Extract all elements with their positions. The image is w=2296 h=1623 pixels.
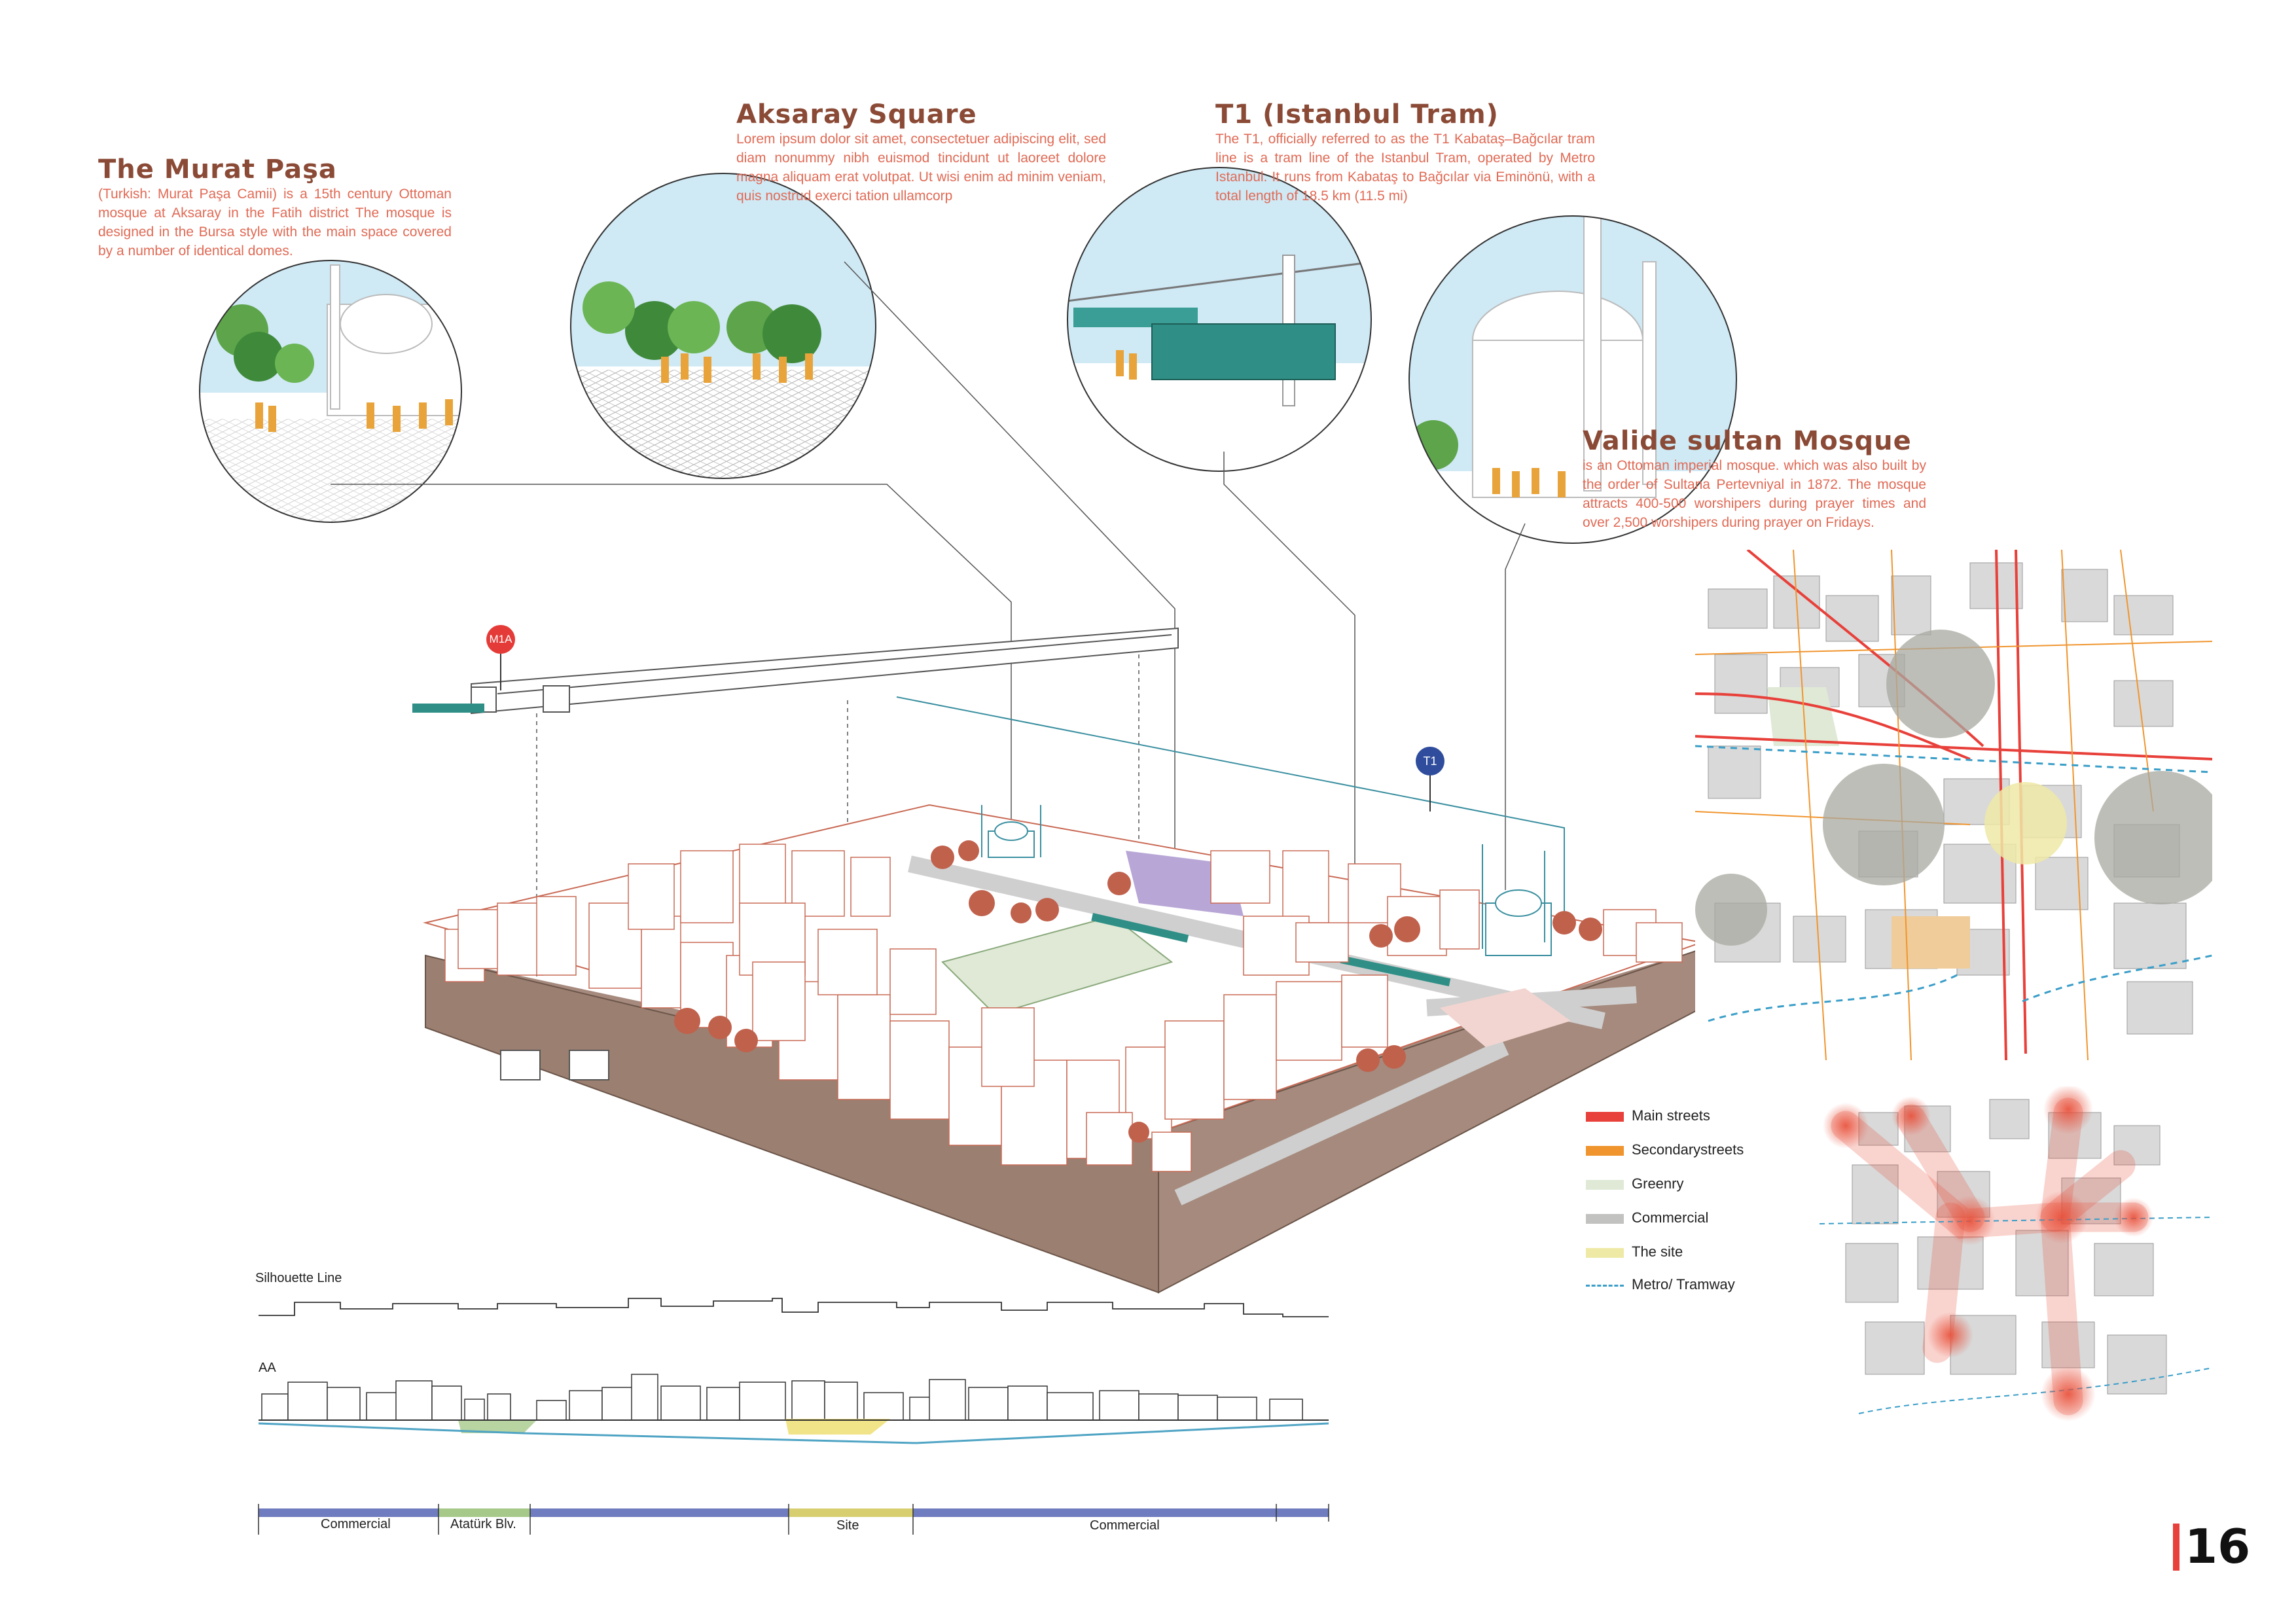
aksaray-square: [941, 915, 1174, 1016]
valide-title: Valide sultan Mosque: [1583, 426, 1912, 456]
segment-label-site: Site: [836, 1518, 859, 1533]
aksaray-block: Aksaray Square Lorem ipsum dolor sit ame…: [736, 99, 1106, 205]
metro-tunnel: [471, 627, 1179, 715]
section-bar: [258, 1504, 1329, 1535]
valide-block: Valide sultan Mosque is an Ottoman imper…: [1583, 426, 1926, 532]
legend-label: Greenry: [1632, 1175, 1684, 1192]
page-number-text: 16: [2185, 1519, 2251, 1574]
trees: [674, 840, 1602, 1143]
aa-section-buildings: [261, 1374, 1303, 1421]
t1-marker: T1: [1416, 747, 1444, 776]
legend-swatch: [1586, 1180, 1624, 1190]
mosques: [981, 805, 1552, 956]
segment-label-ataturk-blv: Atatürk Blv.: [450, 1517, 516, 1531]
t1-label: T1: [1423, 755, 1437, 768]
legend-swatch: [1586, 1214, 1624, 1224]
legend-item-main-streets: Main streets: [1586, 1106, 1848, 1128]
silhouette-line: [259, 1298, 1329, 1317]
legend-swatch: [1586, 1248, 1624, 1258]
tram-title: T1 (Istanbul Tram): [1215, 99, 1499, 130]
valide-description: is an Ottoman imperial mosque. which was…: [1583, 458, 1926, 530]
m1a-label: M1A: [489, 633, 512, 645]
legend-label: Secondarystreets: [1632, 1141, 1744, 1158]
aksaray-title: Aksaray Square: [736, 99, 977, 130]
map-legend: Main streets Secondarystreets Greenry Co…: [1586, 1106, 1861, 1302]
node-heatmap: [1820, 1086, 2212, 1433]
legend-swatch: [1586, 1285, 1624, 1287]
metro-train: [412, 704, 484, 713]
segment-label-commercial-2: Commercial: [1090, 1518, 1160, 1533]
legend-label: Commercial: [1632, 1209, 1709, 1226]
legend-label: Metro/ Tramway: [1632, 1276, 1735, 1293]
legend-swatch: [1586, 1146, 1624, 1156]
segment-label-commercial-1: Commercial: [321, 1517, 391, 1531]
legend-label: The site: [1632, 1243, 1683, 1260]
silhouette-label: Silhouette Line: [255, 1271, 342, 1285]
legend-item-commercial: Commercial: [1586, 1208, 1848, 1230]
murat-pasa-description: (Turkish: Murat Paşa Camii) is a 15th ce…: [98, 187, 452, 259]
section-aa-label: AA: [259, 1361, 276, 1375]
legend-swatch: [1586, 1112, 1624, 1122]
tram-description: The T1, officially referred to as the T1…: [1215, 132, 1595, 204]
context-map: [1695, 550, 2212, 1060]
legend-item-secondary-streets: Secondarystreets: [1586, 1140, 1848, 1162]
legend-item-metro-tramway: Metro/ Tramway: [1586, 1275, 1848, 1297]
leader-lines: [331, 261, 1526, 890]
page-number-accent: [2173, 1524, 2179, 1571]
metro-drop-lines: [536, 654, 1139, 1060]
m1a-marker: M1A: [486, 625, 515, 654]
buildings: [444, 844, 1683, 1172]
murat-pasa-title: The Murat Paşa: [98, 154, 337, 185]
murat-pasa-block: The Murat Paşa (Turkish: Murat Paşa Cami…: [98, 154, 452, 260]
aksaray-description: Lorem ipsum dolor sit amet, consectetuer…: [736, 132, 1106, 204]
legend-item-the-site: The site: [1586, 1242, 1848, 1264]
legend-item-greenry: Greenry: [1586, 1174, 1848, 1196]
legend-label: Main streets: [1632, 1107, 1710, 1124]
tram-vignette: [1067, 168, 1371, 471]
murat-pasa-vignette: [200, 260, 461, 522]
valide-plaza: [1440, 988, 1571, 1047]
tram-block: T1 (Istanbul Tram) The T1, officially re…: [1215, 99, 1595, 205]
